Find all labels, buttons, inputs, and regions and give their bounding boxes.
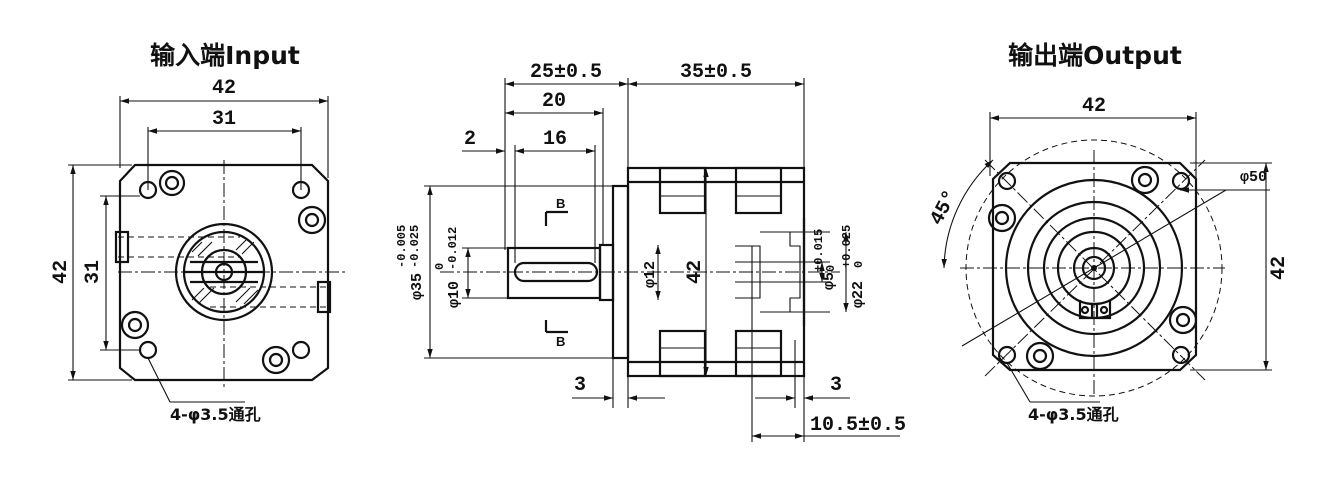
output-angle-arc	[941, 159, 994, 269]
input-height-dim: 42	[50, 260, 73, 284]
output-height-dim: 42	[1268, 256, 1291, 280]
output-screw-3	[1168, 305, 1198, 335]
side-rear-length-dim: 10.5±0.5	[810, 414, 906, 437]
input-flange-outline	[118, 163, 330, 382]
side-keyway	[513, 261, 599, 283]
output-pcd-dim: φ50	[1240, 169, 1267, 186]
input-view-title: 输入端Input	[150, 41, 300, 70]
side-pilot-tol-lower: -0.025	[408, 225, 422, 268]
side-shaft	[506, 246, 602, 300]
side-flange-thk-dim: 3	[574, 374, 586, 397]
side-body-length-dim: 35±0.5	[680, 61, 752, 84]
input-hole-tl	[138, 180, 158, 200]
side-pilot-tol-upper: -0.005	[395, 225, 409, 268]
side-flange-length-dim: 25±0.5	[530, 61, 602, 84]
side-shaft-tol-lower: -0.012	[446, 227, 460, 270]
output-hole-br	[1171, 345, 1191, 365]
input-width-dim: 42	[212, 77, 236, 100]
input-screw-1	[158, 169, 186, 197]
input-coupling-outer	[174, 222, 274, 322]
output-flange-outline	[991, 161, 1198, 372]
input-coupling-hatch	[191, 239, 259, 305]
output-view: 输出端Output	[926, 41, 1291, 424]
side-shaft-length-dim: 20	[542, 90, 566, 113]
side-recess-dia-dim: φ22	[850, 281, 867, 308]
side-bore-tol-lower: 0	[824, 265, 838, 272]
input-coupling-inner	[182, 230, 266, 314]
output-hole-note: 4-φ3.5通孔	[1028, 405, 1119, 424]
side-body-height-dim: 42	[684, 260, 707, 284]
output-screw-2	[1130, 165, 1160, 195]
input-hole-tr	[291, 180, 311, 200]
output-hole-tr	[1171, 171, 1191, 191]
side-recess-tol-upper: +0.025	[840, 225, 854, 268]
section-label-bottom: B	[556, 334, 565, 349]
input-hole-br	[291, 340, 311, 360]
input-hole-spacing-dim: 31	[212, 108, 236, 131]
side-rear-thk-dim: 3	[830, 374, 842, 397]
output-hole-tl	[997, 171, 1017, 191]
side-key-offset-dim: 2	[464, 128, 476, 151]
input-screw-4	[261, 345, 291, 375]
input-hole-note: 4-φ3.5通孔	[170, 405, 261, 424]
section-label-top: B	[556, 196, 565, 211]
side-boss-dia-dim: φ12	[642, 261, 659, 288]
input-screw-3	[120, 310, 150, 340]
output-width-dim: 42	[1082, 95, 1106, 118]
side-key-length-dim: 16	[543, 128, 567, 151]
output-view-title: 输出端Output	[1008, 41, 1182, 70]
output-circlip	[1078, 300, 1112, 320]
side-bore-tol-upper: +0.015	[812, 229, 826, 272]
side-view: 25±0.5 35±0.5 20 16 2 B B φ35 -0.005 -0.…	[395, 61, 906, 442]
side-recess-tol-lower: 0	[852, 261, 866, 268]
input-hole-bl	[138, 340, 158, 360]
input-hole-spacing-v-dim: 31	[82, 260, 105, 284]
side-shaft-tol-upper: 0	[433, 263, 447, 270]
side-shaft-dia-dim: φ10	[446, 281, 463, 308]
input-view: 输入端Input 42 31 42 31	[50, 41, 345, 424]
side-bore-dia-dim: φ5	[821, 272, 838, 290]
side-pilot-dia-dim: φ35	[409, 273, 426, 300]
input-screw-2	[297, 205, 327, 235]
output-screw-4	[1025, 341, 1055, 371]
